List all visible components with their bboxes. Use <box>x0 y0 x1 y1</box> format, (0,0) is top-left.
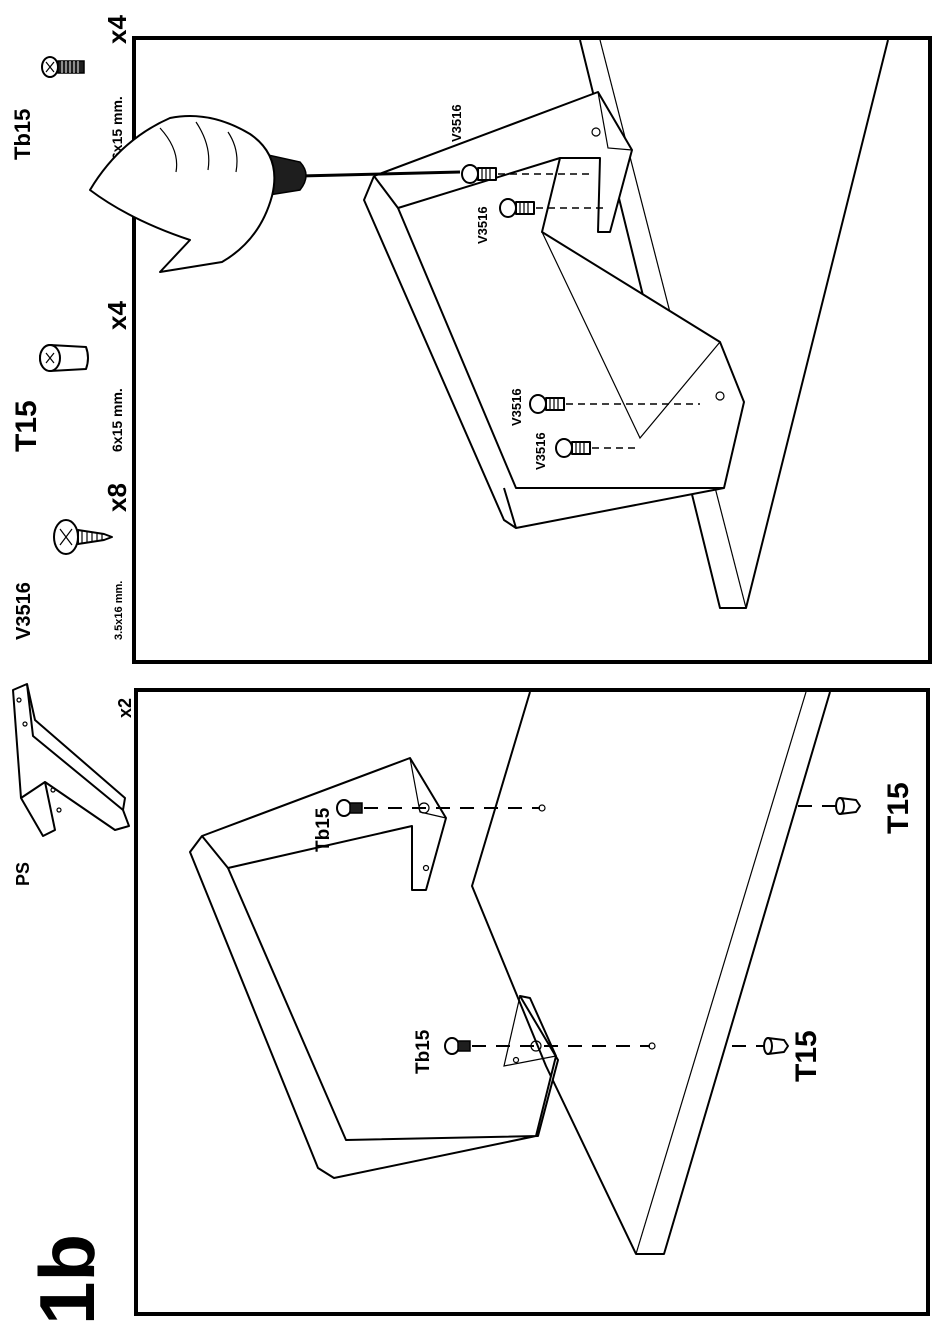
tb15-screw-icon <box>40 52 90 82</box>
part-code-t15: T15 <box>12 400 42 452</box>
label-v3516-3: V3516 <box>510 388 523 426</box>
screw-tb15-2-icon <box>445 1038 470 1054</box>
part-qty-t15: x4 <box>104 301 130 330</box>
part-code-v3516: V3516 <box>14 582 34 640</box>
part-size-v3516: 3.5x16 mm. <box>114 581 125 640</box>
part-size-t15: 6x15 mm. <box>110 388 124 452</box>
label-v3516-1: V3516 <box>450 104 463 142</box>
label-tb15-lower: Tb15 <box>414 1030 433 1074</box>
label-t15-lower: T15 <box>792 1030 822 1082</box>
step-number: 1b <box>28 1234 106 1325</box>
label-v3516-4: V3516 <box>534 432 547 470</box>
label-v3516-2: V3516 <box>476 206 489 244</box>
v3516-screw-icon <box>52 516 114 558</box>
t15-dowel-icon <box>38 338 94 378</box>
part-qty-v3516: x8 <box>104 483 130 512</box>
part-code-tb15: Tb15 <box>12 109 34 160</box>
part-code-ps: PS <box>14 862 32 886</box>
dowel-t15-2-icon <box>764 1038 788 1054</box>
ps-bracket-icon <box>5 680 135 850</box>
bottom-assembly-illustration <box>138 692 926 1312</box>
part-qty-tb15: x4 <box>104 15 130 44</box>
top-assembly-illustration <box>136 40 928 660</box>
screw-top-4-icon <box>556 439 590 457</box>
screw-tb15-1-icon <box>337 800 362 816</box>
dowel-t15-1-icon <box>836 798 860 814</box>
label-t15-upper: T15 <box>884 782 914 834</box>
screw-top-1-icon <box>462 165 496 183</box>
screw-top-3-icon <box>530 395 564 413</box>
screw-top-2-icon <box>500 199 534 217</box>
label-tb15-upper: Tb15 <box>314 808 333 852</box>
